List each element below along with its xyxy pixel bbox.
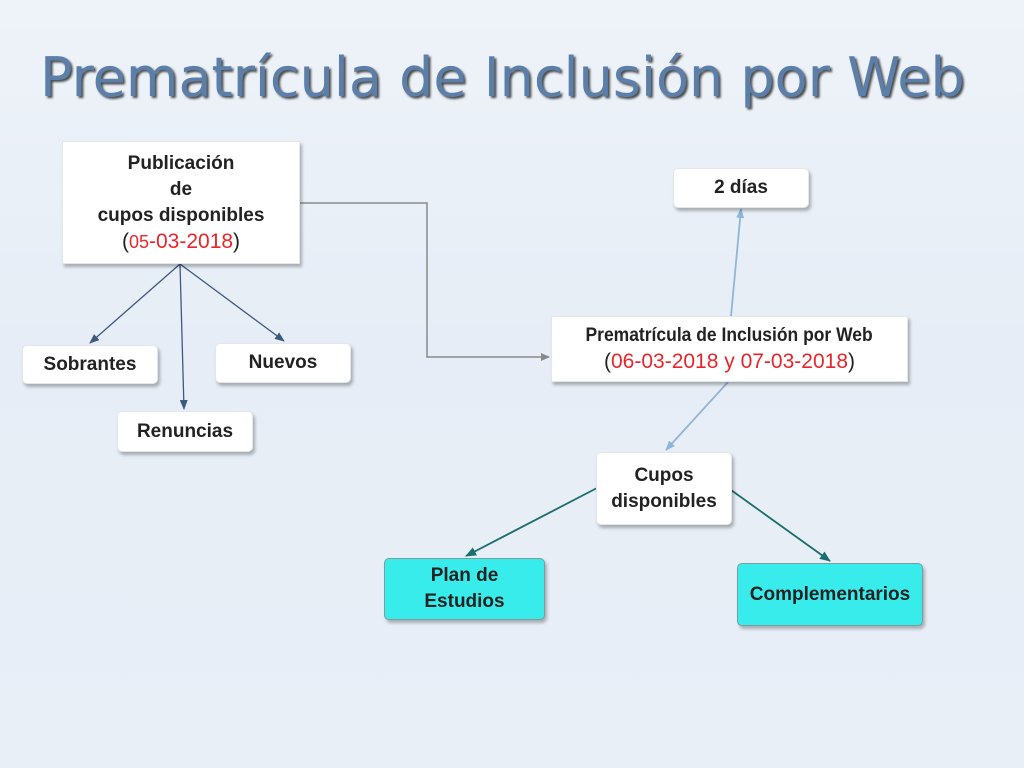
arrow-publicacion-sobrantes — [89, 263, 181, 344]
node-plan-estudios: Plan de Estudios — [384, 558, 545, 620]
publicacion-line-2: de — [169, 178, 193, 200]
page-title: Prematrícula de Inclusión por Web — [40, 46, 965, 109]
complementarios-label: Complementarios — [749, 583, 911, 605]
node-cupos-disponibles: Cupos disponibles — [596, 452, 732, 525]
arrow-prematricula-cupos — [665, 381, 729, 451]
prematricula-dates: (06-03-2018 y 07-03-2018) — [604, 349, 855, 375]
date-paren-open: ( — [121, 229, 129, 253]
arrow-publicacion-renuncias — [179, 263, 188, 410]
node-nuevos: Nuevos — [215, 343, 351, 383]
arrow-cupos-complementarios — [730, 489, 831, 562]
nuevos-label: Nuevos — [248, 352, 318, 373]
publicacion-date: (05-03-2018) — [122, 229, 240, 255]
connector-publicacion-prematricula — [300, 202, 550, 361]
node-publicacion-cupos: Publicación de cupos disponibles (05-03-… — [62, 141, 300, 264]
prematricula-label: Prematrícula de Inclusión por Web — [585, 325, 874, 346]
node-prematricula-web: Prematrícula de Inclusión por Web (06-03… — [551, 316, 908, 382]
plan-line-2: Estudios — [424, 591, 505, 612]
date-day: 05 — [128, 231, 149, 252]
cupos-line-1: Cupos — [634, 464, 694, 486]
date-paren-close: ) — [233, 229, 241, 253]
node-sobrantes: Sobrantes — [22, 345, 158, 384]
dates-paren-close: ) — [848, 350, 855, 373]
node-dos-dias: 2 días — [673, 168, 809, 208]
publicacion-line-1: Publicación — [127, 152, 235, 174]
cupos-line-2: disponibles — [611, 490, 717, 512]
dates-paren-open: ( — [603, 350, 611, 373]
dates-range: 06-03-2018 y 07-03-2018 — [610, 350, 848, 373]
node-complementarios: Complementarios — [737, 563, 923, 626]
arrow-prematricula-dos-dias — [730, 208, 745, 317]
node-renuncias: Renuncias — [117, 411, 253, 452]
dos-dias-label: 2 días — [714, 177, 768, 198]
publicacion-line-3: cupos disponibles — [97, 204, 265, 226]
arrow-publicacion-nuevos — [179, 263, 285, 342]
renuncias-label: Renuncias — [136, 420, 234, 442]
sobrantes-label: Sobrantes — [43, 353, 137, 375]
plan-line-1: Plan de — [430, 565, 499, 586]
date-rest: -03-2018 — [148, 229, 234, 253]
arrow-cupos-plan — [465, 487, 598, 557]
